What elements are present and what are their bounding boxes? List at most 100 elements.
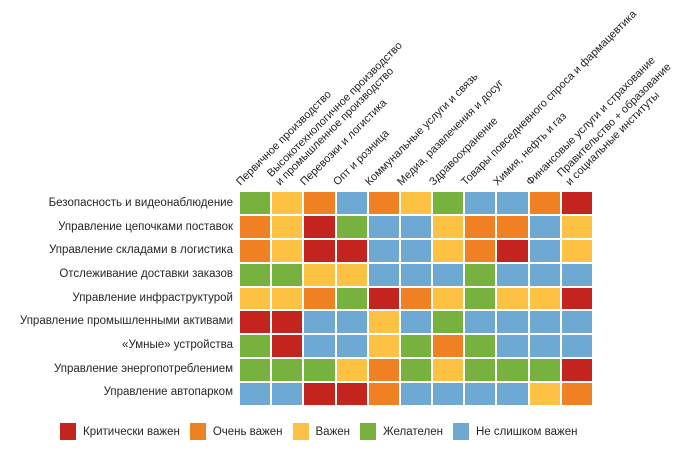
cell-r2-c5-Не слишком важен bbox=[368, 215, 399, 238]
cell-r5-c3-Очень важен bbox=[304, 287, 335, 310]
cell-r2-c4-Желателен bbox=[336, 215, 367, 238]
legend-item-3: Важен bbox=[292, 423, 351, 440]
legend-item-5: Не слишком важен bbox=[452, 423, 578, 440]
cell-r1-c5-Очень важен bbox=[368, 192, 399, 214]
cell-r7-c9-Не слишком важен bbox=[497, 335, 528, 358]
cell-r3-c4-Критически важен bbox=[336, 239, 367, 262]
cell-r9-c1-Не слишком важен bbox=[240, 383, 271, 405]
row-label-4: Отслеживание доставки заказов bbox=[59, 268, 233, 280]
cell-r7-c11-Не слишком важен bbox=[561, 335, 592, 358]
legend-label: Не слишком важен bbox=[475, 425, 578, 438]
cell-r8-c9-Желателен bbox=[497, 359, 528, 382]
cell-r6-c1-Критически важен bbox=[240, 311, 271, 334]
cell-r4-c9-Не слишком важен bbox=[497, 263, 528, 286]
cell-r2-c2-Важен bbox=[272, 215, 303, 238]
cell-r4-c4-Важен bbox=[336, 263, 367, 286]
cell-r3-c2-Важен bbox=[272, 239, 303, 262]
row-label-1: Безопасность и видеонаблюдение bbox=[48, 197, 233, 209]
legend-swatch-O bbox=[189, 423, 206, 440]
cell-r6-c3-Не слишком важен bbox=[304, 311, 335, 334]
cell-r5-c6-Очень важен bbox=[400, 287, 432, 310]
cell-r3-c8-Очень важен bbox=[465, 239, 496, 262]
cell-r8-c2-Желателен bbox=[272, 359, 303, 382]
cell-r5-c11-Критически важен bbox=[561, 287, 592, 310]
cell-r2-c8-Очень важен bbox=[465, 215, 496, 238]
cell-r4-c11-Не слишком важен bbox=[561, 263, 592, 286]
cell-r9-c2-Не слишком важен bbox=[272, 383, 303, 405]
legend-swatch-Y bbox=[292, 423, 309, 440]
cell-r9-c5-Очень важен bbox=[368, 383, 399, 405]
cell-r1-c9-Не слишком важен bbox=[497, 192, 528, 214]
cell-r4-c5-Не слишком важен bbox=[368, 263, 399, 286]
cell-r2-c6-Не слишком важен bbox=[400, 215, 432, 238]
cell-r5-c2-Важен bbox=[272, 287, 303, 310]
cell-r1-c11-Критически важен bbox=[561, 192, 592, 214]
cell-r5-c1-Важен bbox=[240, 287, 271, 310]
legend-label: Критически важен bbox=[83, 425, 180, 438]
cell-r4-c1-Желателен bbox=[240, 263, 271, 286]
cell-r2-c10-Не слишком важен bbox=[529, 215, 560, 238]
cell-r1-c3-Очень важен bbox=[304, 192, 335, 214]
cell-r4-c10-Не слишком важен bbox=[529, 263, 560, 286]
legend-swatch-R bbox=[60, 423, 76, 440]
legend-label: Важен bbox=[315, 425, 351, 438]
cell-r3-c5-Не слишком важен bbox=[368, 239, 399, 262]
cell-r4-c8-Желателен bbox=[465, 263, 496, 286]
legend-item-1: Критически важен bbox=[60, 423, 180, 440]
legend: Критически важен Очень важен Важен Желателе… bbox=[60, 423, 577, 440]
cell-r6-c6-Не слишком важен bbox=[400, 311, 432, 334]
row-label-8: Управление энергопотреблением bbox=[53, 362, 233, 375]
cell-r3-c6-Не слишком важен bbox=[400, 239, 432, 262]
cell-r2-c3-Критически важен bbox=[304, 215, 335, 238]
cell-r6-c4-Не слишком важен bbox=[336, 311, 367, 334]
cell-r2-c9-Очень важен bbox=[497, 215, 528, 238]
cell-r8-c6-Желателен bbox=[400, 359, 432, 382]
heatmap-grid bbox=[240, 192, 592, 405]
row-label-2: Управление цепочками поставок bbox=[58, 220, 233, 233]
cell-r3-c1-Очень важен bbox=[240, 239, 271, 262]
cell-r1-c1-Желателен bbox=[240, 192, 271, 214]
legend-item-4: Желателен bbox=[360, 423, 443, 440]
cell-r4-c3-Важен bbox=[304, 263, 335, 286]
cell-r7-c8-Желателен bbox=[465, 335, 496, 358]
legend-label: Очень важен bbox=[212, 425, 283, 438]
cell-r3-c10-Не слишком важен bbox=[529, 239, 560, 262]
cell-r8-c1-Желателен bbox=[240, 359, 271, 382]
cell-r9-c9-Не слишком важен bbox=[497, 383, 528, 405]
cell-r8-c3-Желателен bbox=[304, 359, 335, 382]
cell-r7-c5-Важен bbox=[368, 335, 399, 358]
cell-r7-c6-Желателен bbox=[400, 335, 432, 358]
cell-r8-c7-Важен bbox=[433, 359, 464, 382]
legend-item-2: Очень важен bbox=[189, 423, 283, 440]
cell-r2-c7-Важен bbox=[433, 215, 464, 238]
cell-r8-c8-Желателен bbox=[465, 359, 496, 382]
row-label-9: Управление автопарком bbox=[103, 386, 233, 399]
cell-r6-c9-Не слишком важен bbox=[497, 311, 528, 334]
legend-swatch-G bbox=[360, 423, 377, 440]
cell-r3-c11-Важен bbox=[561, 239, 592, 262]
cell-r4-c6-Не слишком важен bbox=[400, 263, 432, 286]
cell-r5-c8-Желателен bbox=[465, 287, 496, 310]
cell-r5-c7-Важен bbox=[433, 287, 464, 310]
cell-r7-c4-Не слишком важен bbox=[336, 335, 367, 358]
cell-r4-c2-Желателен bbox=[272, 263, 303, 286]
cell-r7-c3-Не слишком важен bbox=[304, 335, 335, 358]
cell-r3-c7-Важен bbox=[433, 239, 464, 262]
cell-r9-c10-Важен bbox=[529, 383, 560, 405]
cell-r7-c2-Критически важен bbox=[272, 335, 303, 358]
cell-r4-c7-Не слишком важен bbox=[433, 263, 464, 286]
cell-r5-c4-Желателен bbox=[336, 287, 367, 310]
cell-r5-c9-Важен bbox=[497, 287, 528, 310]
cell-r1-c8-Не слишком важен bbox=[465, 192, 496, 214]
cell-r9-c6-Не слишком важен bbox=[400, 383, 432, 405]
cell-r1-c6-Важен bbox=[400, 192, 432, 214]
cell-r8-c11-Критически важен bbox=[561, 359, 592, 382]
cell-r8-c4-Важен bbox=[336, 359, 367, 382]
cell-r6-c8-Не слишком важен bbox=[465, 311, 496, 334]
cell-r8-c5-Очень важен bbox=[368, 359, 399, 382]
cell-r3-c3-Критически важен bbox=[304, 239, 335, 262]
cell-r9-c3-Критически важен bbox=[304, 383, 335, 405]
cell-r1-c10-Очень важен bbox=[529, 192, 560, 214]
cell-r1-c2-Важен bbox=[272, 192, 303, 214]
